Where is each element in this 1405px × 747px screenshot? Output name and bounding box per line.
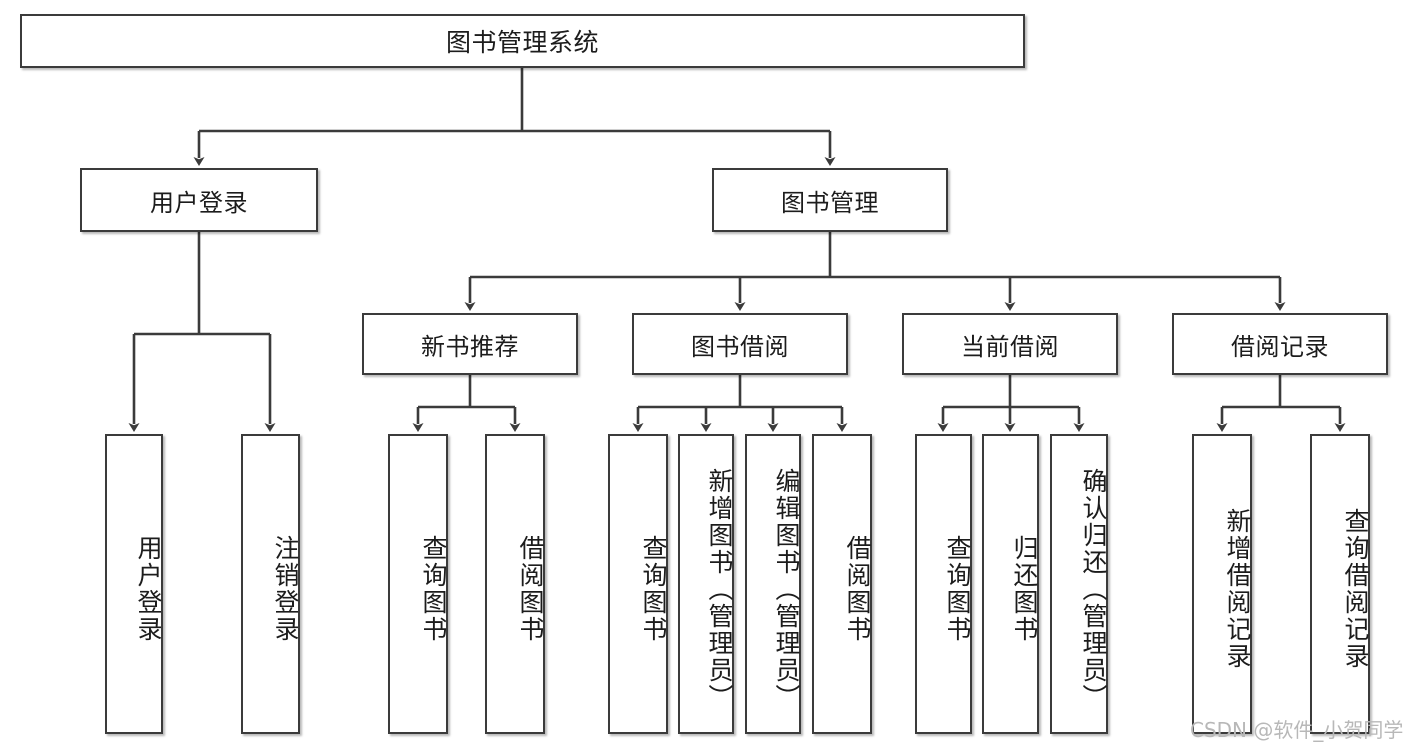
node-leaf-return-book-label: 归还图书 [1010,535,1039,643]
node-root-label: 图书管理系统 [445,28,599,57]
node-user-login[interactable]: 用户登录 [80,168,318,232]
node-leaf-return-book[interactable]: 归还图书 [982,434,1039,734]
node-leaf-query-book-current-label: 查询图书 [943,535,972,643]
node-borrow-record-label: 借阅记录 [1231,332,1329,361]
node-new-book-recommend-label: 新书推荐 [421,332,519,361]
node-leaf-add-borrow-record[interactable]: 新增借阅记录 [1192,434,1252,734]
node-new-book-recommend[interactable]: 新书推荐 [362,313,578,375]
node-leaf-query-borrow-record-label: 查询借阅记录 [1341,508,1370,670]
node-leaf-query-book-borrow-label: 查询图书 [639,535,668,643]
node-user-login-label: 用户登录 [150,188,248,217]
node-leaf-user-login-label: 用户登录 [134,535,163,643]
node-leaf-confirm-return-admin[interactable]: 确认归还（管理员） [1050,434,1108,734]
node-leaf-query-book-current[interactable]: 查询图书 [915,434,972,734]
node-book-management[interactable]: 图书管理 [712,168,948,232]
node-leaf-borrow-book-recommend-label: 借阅图书 [516,535,545,643]
node-leaf-query-book-borrow[interactable]: 查询图书 [608,434,668,734]
node-leaf-borrow-book-label: 借阅图书 [843,535,872,643]
node-leaf-edit-book-admin[interactable]: 编辑图书（管理员） [745,434,801,734]
node-leaf-logout[interactable]: 注销登录 [241,434,300,734]
node-root[interactable]: 图书管理系统 [20,14,1025,68]
node-leaf-confirm-return-admin-label: 确认归还（管理员） [1079,467,1108,711]
node-leaf-add-book-admin-label: 新增图书（管理员） [705,467,734,711]
node-book-borrow-label: 图书借阅 [691,332,789,361]
node-leaf-edit-book-admin-label: 编辑图书（管理员） [772,467,801,711]
node-leaf-borrow-book-recommend[interactable]: 借阅图书 [485,434,545,734]
node-current-borrow[interactable]: 当前借阅 [902,313,1118,375]
node-current-borrow-label: 当前借阅 [961,332,1059,361]
node-leaf-query-book-recommend[interactable]: 查询图书 [388,434,448,734]
node-leaf-add-book-admin[interactable]: 新增图书（管理员） [678,434,734,734]
node-book-management-label: 图书管理 [781,188,879,217]
csdn-watermark: CSDN @软件_小贺同学 [1190,718,1404,742]
node-leaf-user-login[interactable]: 用户登录 [105,434,163,734]
node-book-borrow[interactable]: 图书借阅 [632,313,848,375]
node-leaf-borrow-book[interactable]: 借阅图书 [812,434,872,734]
node-borrow-record[interactable]: 借阅记录 [1172,313,1388,375]
node-leaf-add-borrow-record-label: 新增借阅记录 [1223,508,1252,670]
node-leaf-query-book-recommend-label: 查询图书 [419,535,448,643]
node-leaf-query-borrow-record[interactable]: 查询借阅记录 [1310,434,1370,734]
node-leaf-logout-label: 注销登录 [271,535,300,643]
